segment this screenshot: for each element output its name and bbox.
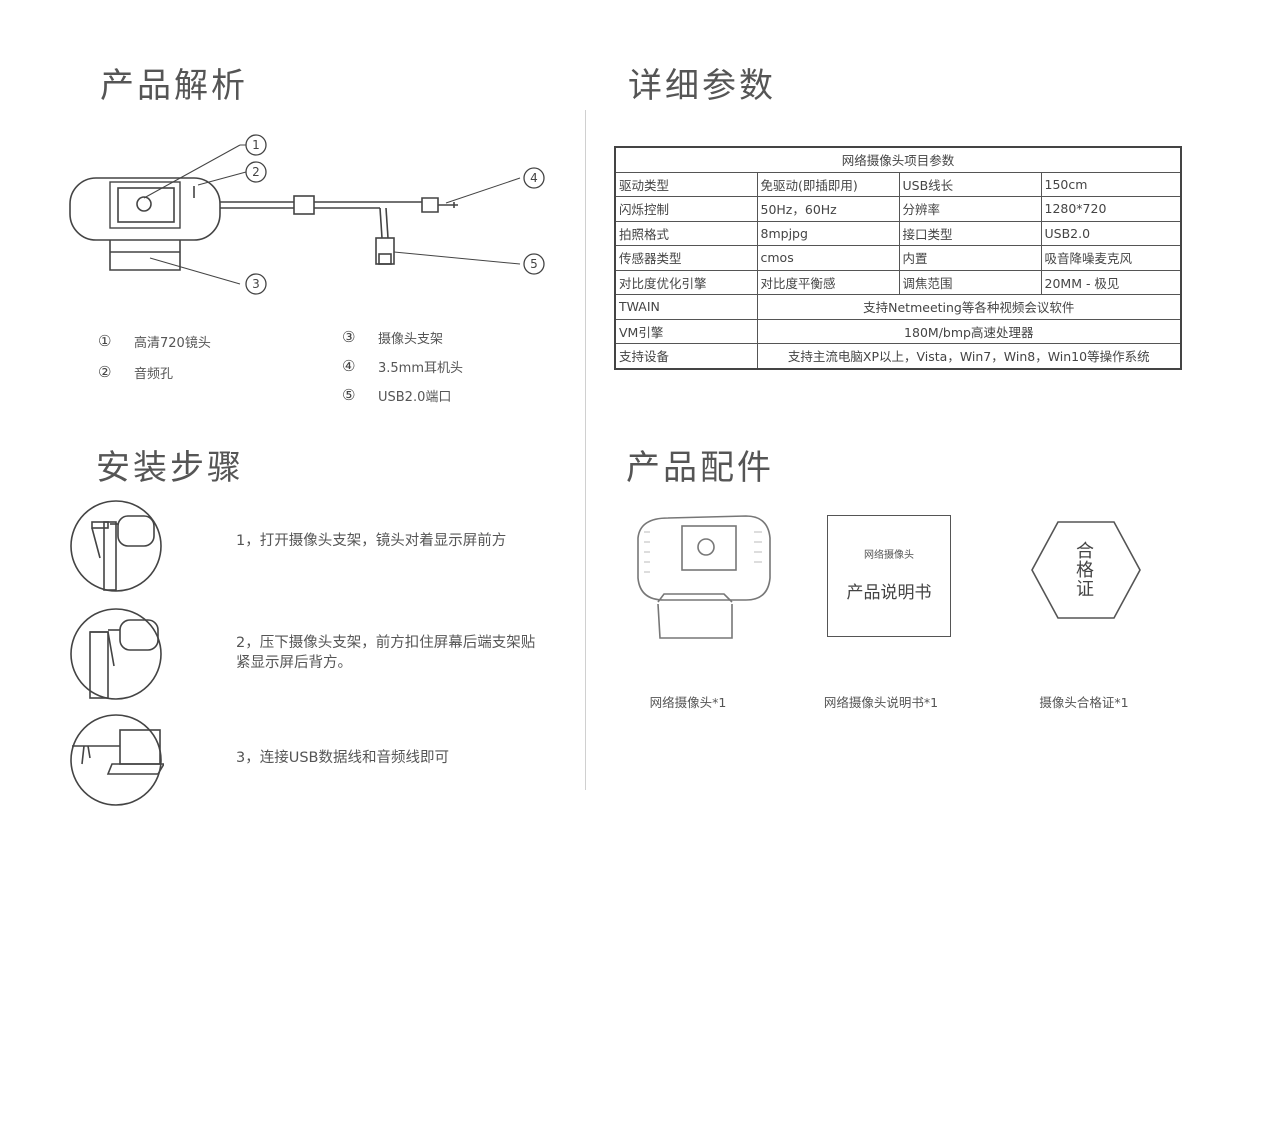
table-row: 闪烁控制 50Hz，60Hz 分辨率 1280*720 (614, 196, 1182, 222)
table-cell: TWAIN (614, 294, 758, 320)
table-cell: 20MM - 极见 (1040, 269, 1182, 295)
step3-icon (70, 714, 164, 806)
accessory-label-certificate: 摄像头合格证*1 (1039, 695, 1129, 710)
webcam-diagram: 1 2 3 4 5 (69, 134, 545, 295)
legend-text: 摄像头支架 (378, 331, 444, 347)
lens-circle (136, 196, 152, 212)
table-cell: 50Hz，60Hz (756, 196, 900, 222)
table-cell: USB线长 (898, 171, 1042, 197)
detailed-params-heading: 详细参数 (628, 66, 776, 106)
table-row: 驱动类型 免驱动(即插即用) USB线长 150cm (614, 171, 1182, 197)
table-cell: 1280*720 (1040, 196, 1182, 222)
table-cell: 对比度平衡感 (756, 269, 900, 295)
table-cell: cmos (756, 245, 900, 271)
table-cell: 支持主流电脑XP以上，Vista，Win7，Win8，Win10等操作系统 (756, 343, 1182, 369)
legend-text: 音频孔 (134, 366, 174, 382)
table-title: 网络摄像头项目参数 (614, 146, 1182, 173)
lens-frame (109, 181, 181, 229)
manual-small-text: 网络摄像头 (864, 550, 914, 561)
table-cell: 吸音降噪麦克风 (1040, 245, 1182, 271)
legend-text: USB2.0端口 (378, 389, 452, 405)
spec-table: 网络摄像头项目参数 驱动类型 免驱动(即插即用) USB线长 150cm 闪烁控… (614, 146, 1183, 370)
legend-item: ③ 摄像头支架 (342, 326, 463, 348)
legend-text: 3.5mm耳机头 (378, 360, 464, 376)
legend-item: ② 音频孔 (98, 361, 211, 383)
step-1-text: 1，打开摄像头支架，镜头对着显示屏前方 (236, 533, 507, 549)
product-analysis-heading: 产品解析 (100, 66, 248, 106)
table-row: 对比度优化引擎 对比度平衡感 调焦范围 20MM - 极见 (614, 269, 1182, 295)
table-cell: 调焦范围 (898, 269, 1042, 295)
camera-body (69, 177, 221, 241)
table-cell: VM引擎 (614, 318, 758, 344)
legend-number: ② (98, 363, 112, 381)
lens-window (117, 187, 175, 223)
legend-number: ⑤ (342, 386, 356, 404)
accessories-heading: 产品配件 (626, 448, 774, 488)
install-steps-heading: 安装步骤 (96, 448, 244, 488)
certificate-text: 合格证 (1076, 541, 1094, 600)
cable-joint (293, 195, 315, 215)
legend-right: ③ 摄像头支架 ④ 3.5mm耳机头 ⑤ USB2.0端口 (342, 326, 463, 406)
table-cell: 内置 (898, 245, 1042, 271)
svg-text:2: 2 (252, 165, 260, 179)
accessory-label-webcam: 网络摄像头*1 (649, 695, 727, 710)
step2-icon (70, 608, 162, 700)
stand (109, 240, 181, 271)
legend-item: ⑤ USB2.0端口 (342, 384, 463, 406)
legend-number: ④ (342, 357, 356, 375)
manual-accessory-box: 网络摄像头 产品说明书 (827, 515, 951, 637)
audio-plug (421, 197, 439, 213)
table-row: 传感器类型 cmos 内置 吸音降噪麦克风 (614, 245, 1182, 271)
legend-number: ① (98, 332, 112, 350)
legend-item: ④ 3.5mm耳机头 (342, 355, 463, 377)
table-cell: 支持设备 (614, 343, 758, 369)
svg-text:3: 3 (252, 277, 260, 291)
step-3-text: 3，连接USB数据线和音频线即可 (236, 750, 449, 766)
table-cell: 传感器类型 (614, 245, 758, 271)
svg-text:1: 1 (252, 138, 260, 152)
table-cell: 拍照格式 (614, 220, 758, 246)
accessory-label-manual: 网络摄像头说明书*1 (823, 695, 939, 710)
table-cell: 闪烁控制 (614, 196, 758, 222)
table-row: 支持设备 支持主流电脑XP以上，Vista，Win7，Win8，Win10等操作… (614, 343, 1182, 369)
column-divider (585, 110, 586, 790)
table-cell: USB2.0 (1040, 220, 1182, 246)
manual-big-text: 产品说明书 (846, 583, 932, 603)
certificate-hexagon (1031, 521, 1141, 619)
step-2-text: 2，压下摄像头支架，前方扣住屏幕后端支架贴紧显示屏后背方。 (236, 635, 536, 671)
table-cell: 接口类型 (898, 220, 1042, 246)
table-cell: 180M/bmp高速处理器 (756, 318, 1182, 344)
legend-left: ① 高清720镜头 ② 音频孔 (98, 330, 211, 383)
table-cell: 150cm (1040, 171, 1182, 197)
webcam-accessory-image (637, 515, 771, 639)
table-cell: 支持Netmeeting等各种视频会议软件 (756, 294, 1182, 320)
table-cell: 分辨率 (898, 196, 1042, 222)
table-cell: 免驱动(即插即用) (756, 171, 900, 197)
table-cell: 驱动类型 (614, 171, 758, 197)
table-cell: 8mpjpg (756, 220, 900, 246)
svg-text:5: 5 (530, 257, 538, 271)
legend-number: ③ (342, 328, 356, 346)
table-row: VM引擎 180M/bmp高速处理器 (614, 318, 1182, 344)
step1-icon (70, 500, 162, 592)
table-row: 拍照格式 8mpjpg 接口类型 USB2.0 (614, 220, 1182, 246)
legend-text: 高清720镜头 (134, 335, 211, 351)
table-cell: 对比度优化引擎 (614, 269, 758, 295)
svg-text:4: 4 (530, 171, 538, 185)
table-row: TWAIN 支持Netmeeting等各种视频会议软件 (614, 294, 1182, 320)
legend-item: ① 高清720镜头 (98, 330, 211, 352)
table-title-row: 网络摄像头项目参数 (614, 146, 1182, 173)
